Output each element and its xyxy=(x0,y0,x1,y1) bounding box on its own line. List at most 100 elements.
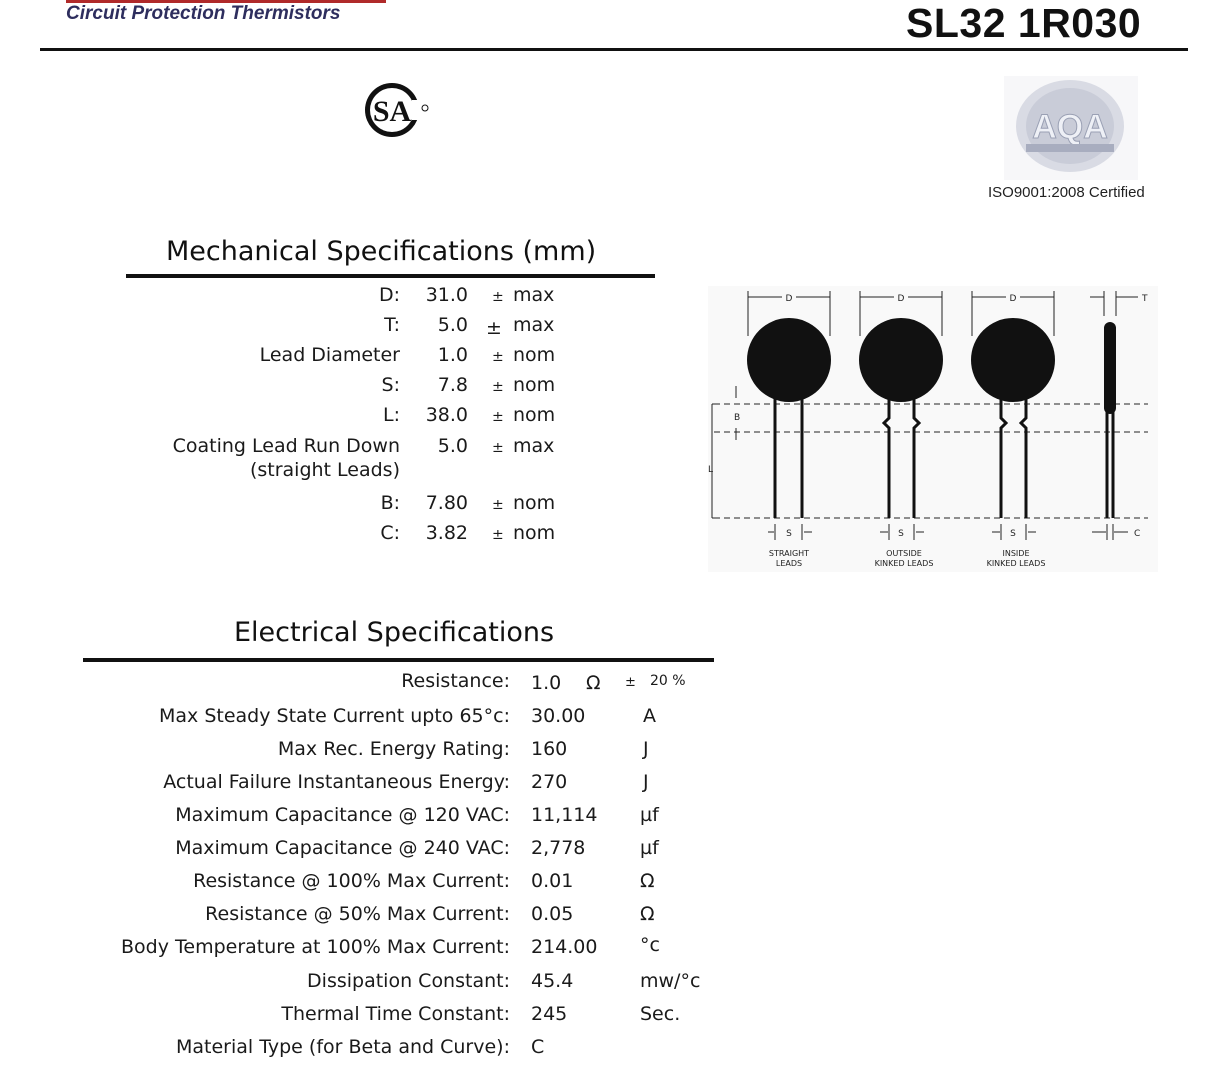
elec-value: 11,114 xyxy=(531,804,598,826)
elec-value: 2,778 xyxy=(531,837,586,859)
elec-unit: µf xyxy=(640,804,659,826)
mech-value: 31.0 xyxy=(425,284,468,306)
mech-plus-minus: ± xyxy=(492,409,504,425)
mech-tolerance-type: max xyxy=(513,435,555,457)
mech-tolerance-type: nom xyxy=(513,492,556,514)
elec-unit: J xyxy=(643,738,649,760)
dimension-diagram: D D D T B L S S S C STRAIGHT LEADS OUTSI… xyxy=(708,286,1158,576)
mech-plus-minus: ± xyxy=(492,379,504,395)
diagram-label-t: T xyxy=(1141,294,1148,304)
elec-unit: mw/°c xyxy=(640,970,701,992)
elec-label: Max Rec. Energy Rating: xyxy=(277,738,510,760)
elec-value: 1.0 xyxy=(531,672,562,694)
elec-value: 45.4 xyxy=(531,970,574,992)
elec-value: 160 xyxy=(531,738,568,760)
mech-label: D: xyxy=(378,284,400,306)
elec-label: Resistance: xyxy=(401,670,510,692)
elec-unit: Sec. xyxy=(640,1003,681,1025)
elec-value: 214.00 xyxy=(531,936,598,958)
elec-unit: J xyxy=(643,771,649,793)
mech-plus-minus: ± xyxy=(492,289,504,305)
mechanical-title: Mechanical Specifications (mm) xyxy=(166,236,597,267)
mech-label: Coating Lead Run Down xyxy=(172,435,400,457)
mech-plus-minus: ± xyxy=(492,440,504,456)
elec-unit: A xyxy=(643,705,656,727)
brand-tagline: Circuit Protection Thermistors xyxy=(66,3,341,24)
diagram-caption: INSIDE xyxy=(1003,549,1030,558)
elec-value: 30.00 xyxy=(531,705,586,727)
diagram-label-s: S xyxy=(898,529,904,539)
elec-label: Resistance @ 100% Max Current: xyxy=(193,870,510,892)
diagram-caption: STRAIGHT xyxy=(769,549,809,558)
elec-value: 0.05 xyxy=(531,903,574,925)
diagram-label-d: D xyxy=(898,294,905,304)
elec-label: Thermal Time Constant: xyxy=(281,1003,510,1025)
brand-accent-line xyxy=(66,0,386,3)
elec-unit: Ω xyxy=(586,672,601,694)
elec-value: 0.01 xyxy=(531,870,574,892)
iso-certification: ISO9001:2008 Certified xyxy=(988,184,1145,201)
diagram-caption: OUTSIDE xyxy=(886,549,922,558)
elec-unit: Ω xyxy=(640,870,655,892)
diagram-caption: LEADS xyxy=(776,559,802,568)
mech-value: 5.0 xyxy=(437,314,468,336)
mech-plus-minus: ± xyxy=(492,349,504,365)
mech-value: 38.0 xyxy=(425,404,468,426)
elec-label: Maximum Capacitance @ 120 VAC: xyxy=(175,804,510,826)
mech-label: S: xyxy=(381,374,400,396)
diagram-label-d: D xyxy=(1010,294,1017,304)
csa-logo: SA xyxy=(364,78,430,146)
elec-unit: °c xyxy=(640,934,660,956)
electrical-title: Electrical Specifications xyxy=(234,617,555,648)
elec-label: Max Steady State Current upto 65°c: xyxy=(159,705,510,727)
mech-label-secondary: (straight Leads) xyxy=(249,459,400,481)
mech-plus-minus: ± xyxy=(492,527,504,543)
svg-text:SA: SA xyxy=(373,95,412,128)
elec-label: Dissipation Constant: xyxy=(307,970,510,992)
mech-label: B: xyxy=(380,492,400,514)
diagram-label-c: C xyxy=(1134,529,1140,539)
mech-value: 3.82 xyxy=(425,522,468,544)
mech-label: L: xyxy=(383,404,400,426)
header-divider xyxy=(40,48,1188,51)
elec-unit: Ω xyxy=(640,903,655,925)
diagram-caption: KINKED LEADS xyxy=(987,559,1046,568)
mechanical-title-rule xyxy=(126,274,655,278)
diagram-label-s: S xyxy=(786,529,792,539)
mech-tolerance-type: max xyxy=(513,284,555,306)
elec-unit: µf xyxy=(640,837,659,859)
elec-value: C xyxy=(531,1036,545,1058)
elec-value: 270 xyxy=(531,771,568,793)
mech-value: 1.0 xyxy=(437,344,468,366)
part-number: SL32 1R030 xyxy=(906,0,1142,46)
mech-tolerance-type: nom xyxy=(513,374,556,396)
mech-value: 7.80 xyxy=(425,492,468,514)
mech-tolerance-type: nom xyxy=(513,522,556,544)
mech-label: T: xyxy=(384,314,400,336)
elec-label: Maximum Capacitance @ 240 VAC: xyxy=(175,837,510,859)
elec-label: Body Temperature at 100% Max Current: xyxy=(121,936,510,958)
mech-tolerance-type: max xyxy=(513,314,555,336)
mech-plus-minus: ± xyxy=(492,497,504,513)
elec-label: Resistance @ 50% Max Current: xyxy=(205,903,510,925)
diagram-label-d: D xyxy=(786,294,793,304)
mech-label: Lead Diameter xyxy=(259,344,400,366)
aqa-international-logo: AQA xyxy=(1004,76,1138,184)
mech-tolerance-type: nom xyxy=(513,344,556,366)
elec-plus-minus: ± xyxy=(625,675,636,690)
elec-label: Material Type (for Beta and Curve): xyxy=(176,1036,510,1058)
mech-tolerance-type: nom xyxy=(513,404,556,426)
elec-label: Actual Failure Instantaneous Energy: xyxy=(163,771,510,793)
diagram-label-b: B xyxy=(734,413,740,423)
diagram-label-l: L xyxy=(708,465,713,475)
mech-value: 7.8 xyxy=(437,374,468,396)
electrical-title-rule xyxy=(83,658,714,662)
diagram-label-s: S xyxy=(1010,529,1016,539)
diagram-caption: KINKED LEADS xyxy=(875,559,934,568)
svg-text:AQA: AQA xyxy=(1032,108,1108,146)
elec-value: 245 xyxy=(531,1003,568,1025)
elec-tolerance: 20 % xyxy=(650,673,686,689)
mech-label: C: xyxy=(380,522,400,544)
mech-value: 5.0 xyxy=(437,435,468,457)
mech-plus-minus: ± xyxy=(486,317,502,339)
